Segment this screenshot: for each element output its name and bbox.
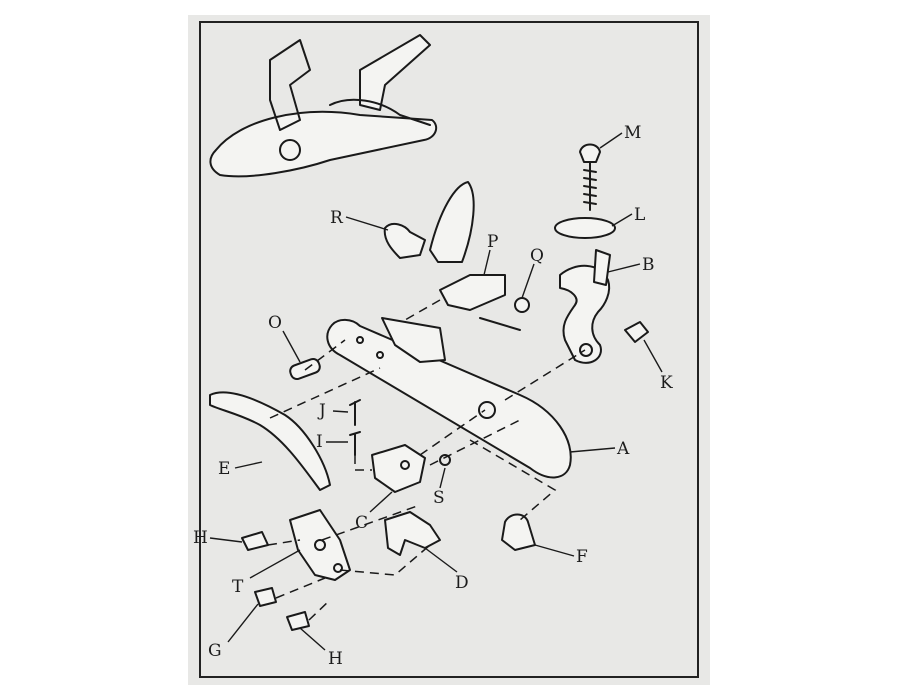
leader-d [424,547,458,573]
lock-plate-part [326,318,572,479]
label-c: C [355,513,368,533]
cock-part [559,264,611,364]
label-d: D [455,573,469,593]
label-r: R [330,208,344,228]
label-h-upper: H [193,528,208,548]
screw-s-part [439,454,451,466]
leader-p [483,249,491,276]
pin-part [289,357,321,381]
leader-j [332,410,349,413]
leader-m [599,132,623,149]
tumbler-part [371,444,426,493]
assembly-line [419,409,486,456]
leader-c [369,491,393,513]
assembly-line [504,349,586,401]
sear-spring-part [501,513,536,551]
label-t: T [232,577,244,597]
screw-j-part [349,399,361,426]
label-j: J [317,401,326,421]
leader-r [345,216,389,231]
assembly-line [321,504,421,541]
screw-i-part [349,431,361,456]
leader-h-lower [299,627,326,651]
frizzen-spring-part-r [383,222,426,259]
leader-h-upper [209,537,243,543]
leader-f [534,544,575,557]
leader-k [643,339,663,373]
bridle-part [289,509,351,581]
leader-b [607,263,641,273]
mainspring-part [209,391,331,491]
pan-part [381,317,446,363]
label-m: M [624,123,641,143]
screw-q-part [514,297,530,313]
leader-a [569,447,616,453]
label-b: B [642,255,655,275]
leader-l [611,213,633,227]
screw-h-upper-part [241,531,269,551]
leader-q [521,263,535,299]
assembly-line [267,539,301,546]
screw-g-part [254,587,277,607]
frizzen-part [429,181,475,263]
assembly-line [354,455,372,471]
assembly-line [304,339,346,371]
label-e: E [218,459,230,479]
label-i: I [316,432,323,452]
assembly-line [269,367,381,419]
label-g: G [208,641,222,661]
frizzen-spring-part [439,274,506,311]
label-h-lower: H [328,649,343,669]
top-jaw-part [554,217,616,239]
label-q: Q [530,246,544,266]
leader-t [249,549,301,579]
leader-e [234,461,263,469]
sear-part [384,511,441,556]
diagram-frame [199,21,699,678]
label-s: S [433,488,445,508]
screw-h-lower-part [286,611,310,631]
label-p: P [487,232,498,252]
label-f: F [576,547,588,567]
assembly-line [339,544,431,576]
top-jaw-screw-part [579,143,601,163]
leader-g [227,603,259,643]
label-k: K [660,373,673,393]
label-a: A [616,439,630,459]
label-o: O [268,313,282,333]
assembly-line [404,299,441,321]
leader-s [439,467,446,489]
assembly-line [275,577,326,599]
assembly-line [308,599,331,621]
assembled-lock-illustration [209,34,438,178]
assembly-line [469,439,557,521]
leader-o [282,330,301,363]
tumbler-screw-part [624,321,649,343]
label-l: L [634,205,645,225]
